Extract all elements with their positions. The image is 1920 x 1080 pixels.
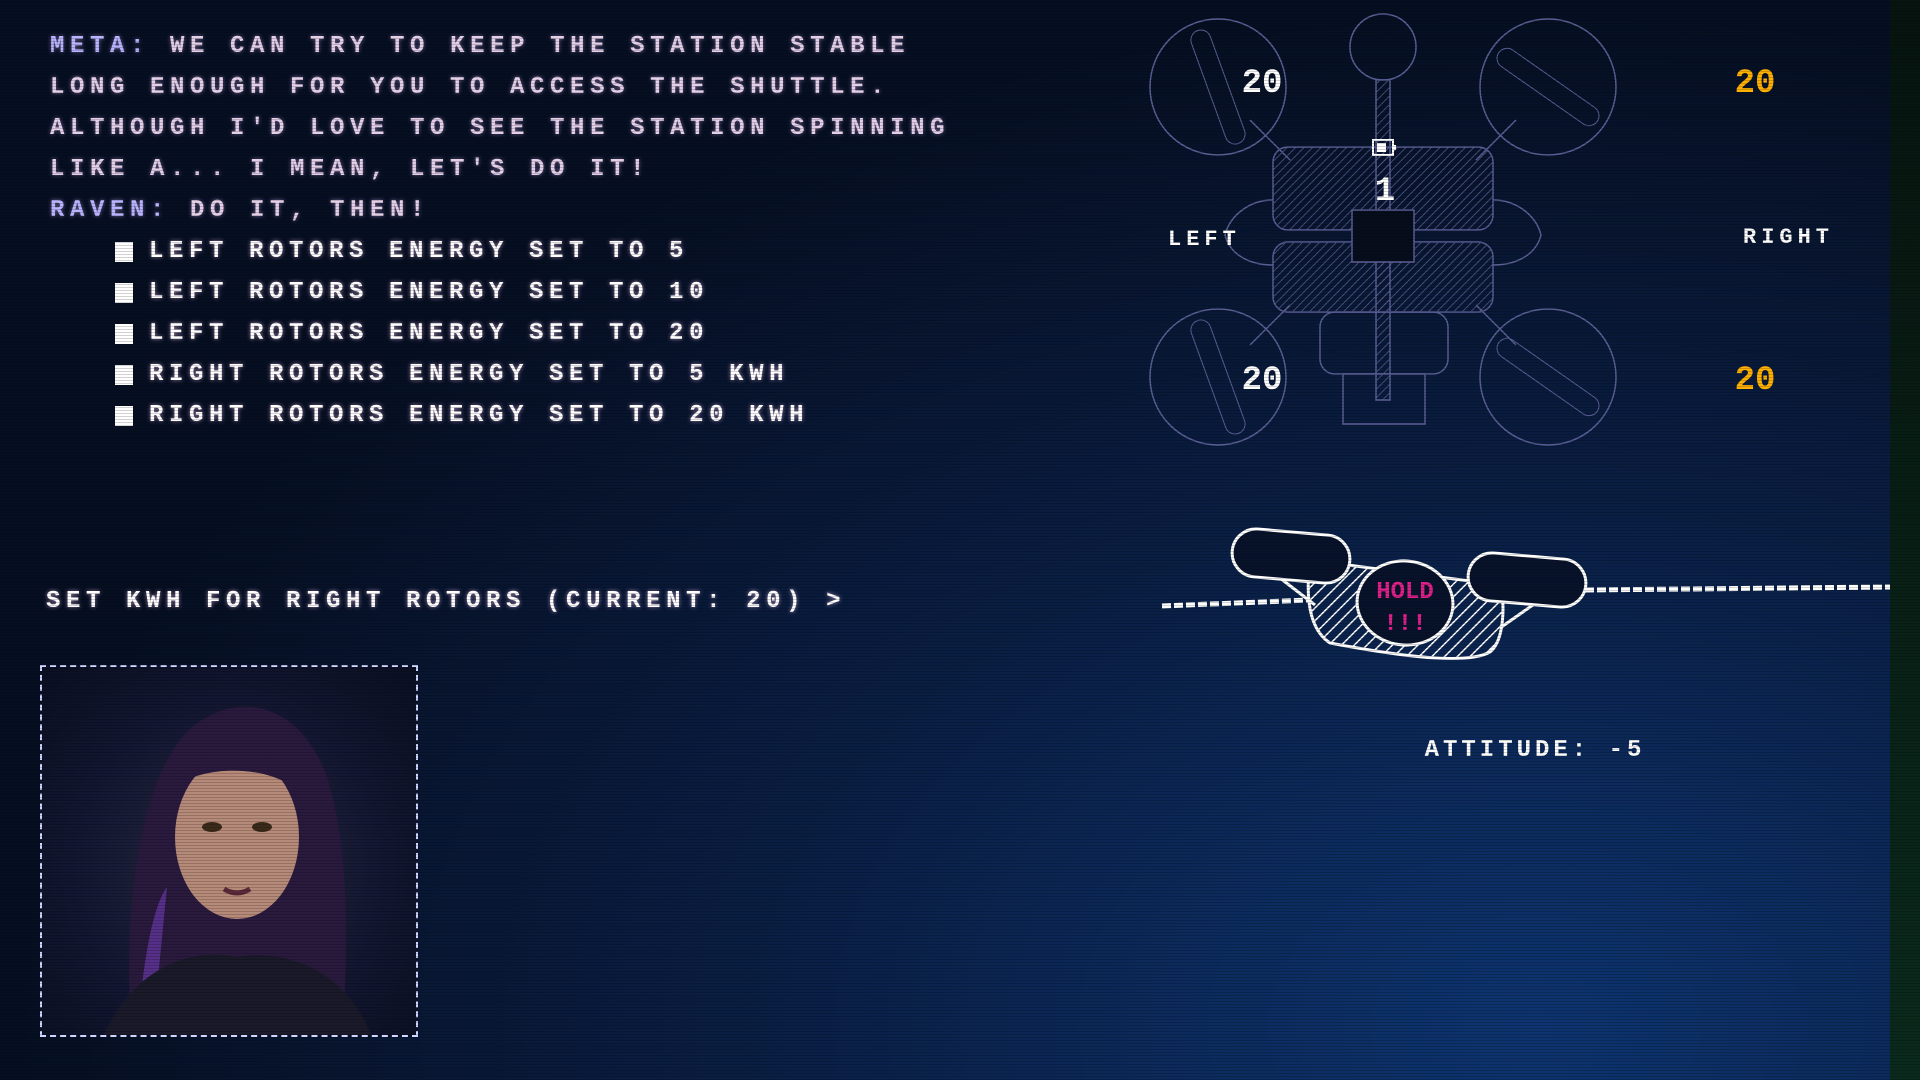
right-label: RIGHT: [1743, 225, 1834, 250]
dialogue-line: RAVEN: DO IT, THEN!: [50, 197, 430, 224]
rotor-bottom-left[interactable]: 20: [1149, 308, 1287, 446]
dialogue-text: LONG ENOUGH FOR YOU TO ACCESS THE SHUTTL…: [50, 74, 891, 101]
rotor-top-left[interactable]: 20: [1149, 18, 1287, 156]
battery-icon: [1372, 139, 1396, 156]
speaker-name: META:: [50, 33, 151, 60]
prompt-text: SET KWH FOR RIGHT ROTORS (CURRENT: 20) >: [46, 588, 847, 615]
dialogue-line: LIKE A... I MEAN, LET'S DO IT!: [50, 156, 650, 183]
dialogue-text: WE CAN TRY TO KEEP THE STATION STABLE: [170, 33, 911, 60]
dialogue-text: ALTHOUGH I'D LOVE TO SEE THE STATION SPI…: [50, 115, 951, 142]
dialogue-line: ALTHOUGH I'D LOVE TO SEE THE STATION SPI…: [50, 115, 950, 142]
option-left-20[interactable]: LEFT ROTORS ENERGY SET TO 20: [115, 320, 709, 347]
rotor-energy-value: 20: [1242, 362, 1283, 400]
hold-alert: !!!: [1383, 611, 1426, 638]
hold-status: HOLD: [1376, 579, 1434, 606]
speaker-name: RAVEN:: [50, 197, 171, 224]
dialogue-text: DO IT, THEN!: [190, 197, 431, 224]
bullet-icon: [115, 241, 133, 262]
option-left-5[interactable]: LEFT ROTORS ENERGY SET TO 5: [115, 238, 689, 265]
bullet-icon: [115, 323, 133, 344]
option-label: LEFT ROTORS ENERGY SET TO 10: [149, 279, 710, 306]
option-label: RIGHT ROTORS ENERGY SET TO 5 KWH: [149, 361, 790, 388]
command-prompt[interactable]: SET KWH FOR RIGHT ROTORS (CURRENT: 20) >: [46, 588, 846, 615]
option-label: RIGHT ROTORS ENERGY SET TO 20 KWH: [149, 402, 810, 429]
rotor-energy-value: 20: [1242, 65, 1283, 103]
option-right-20[interactable]: RIGHT ROTORS ENERGY SET TO 20 KWH: [115, 402, 809, 429]
rotor-top-right[interactable]: 20: [1479, 18, 1776, 156]
bullet-icon: [115, 282, 133, 303]
rotor-energy-value: 20: [1735, 362, 1776, 400]
dialogue-line: LONG ENOUGH FOR YOU TO ACCESS THE SHUTTL…: [50, 74, 890, 101]
dialogue-line: META: WE CAN TRY TO KEEP THE STATION STA…: [50, 33, 910, 60]
character-portrait: [40, 665, 418, 1037]
option-label: LEFT ROTORS ENERGY SET TO 5: [149, 238, 690, 265]
attitude-indicator: HOLD !!!: [1161, 527, 1891, 660]
left-label: LEFT: [1168, 227, 1241, 252]
option-left-10[interactable]: LEFT ROTORS ENERGY SET TO 10: [115, 279, 709, 306]
dialogue-text: LIKE A... I MEAN, LET'S DO IT!: [50, 156, 651, 183]
option-right-5[interactable]: RIGHT ROTORS ENERGY SET TO 5 KWH: [115, 361, 789, 388]
bullet-icon: [115, 405, 133, 426]
rotor-energy-value: 20: [1735, 65, 1776, 103]
center-value: 1: [1375, 173, 1395, 211]
portrait-image: [103, 706, 371, 1035]
station-outline: [1224, 13, 1542, 425]
bullet-icon: [115, 364, 133, 385]
rotor-bottom-right[interactable]: 20: [1479, 308, 1776, 446]
screen-edge: [1890, 0, 1920, 1080]
attitude-readout: ATTITUDE: -5: [1425, 737, 1646, 764]
option-label: LEFT ROTORS ENERGY SET TO 20: [149, 320, 710, 347]
